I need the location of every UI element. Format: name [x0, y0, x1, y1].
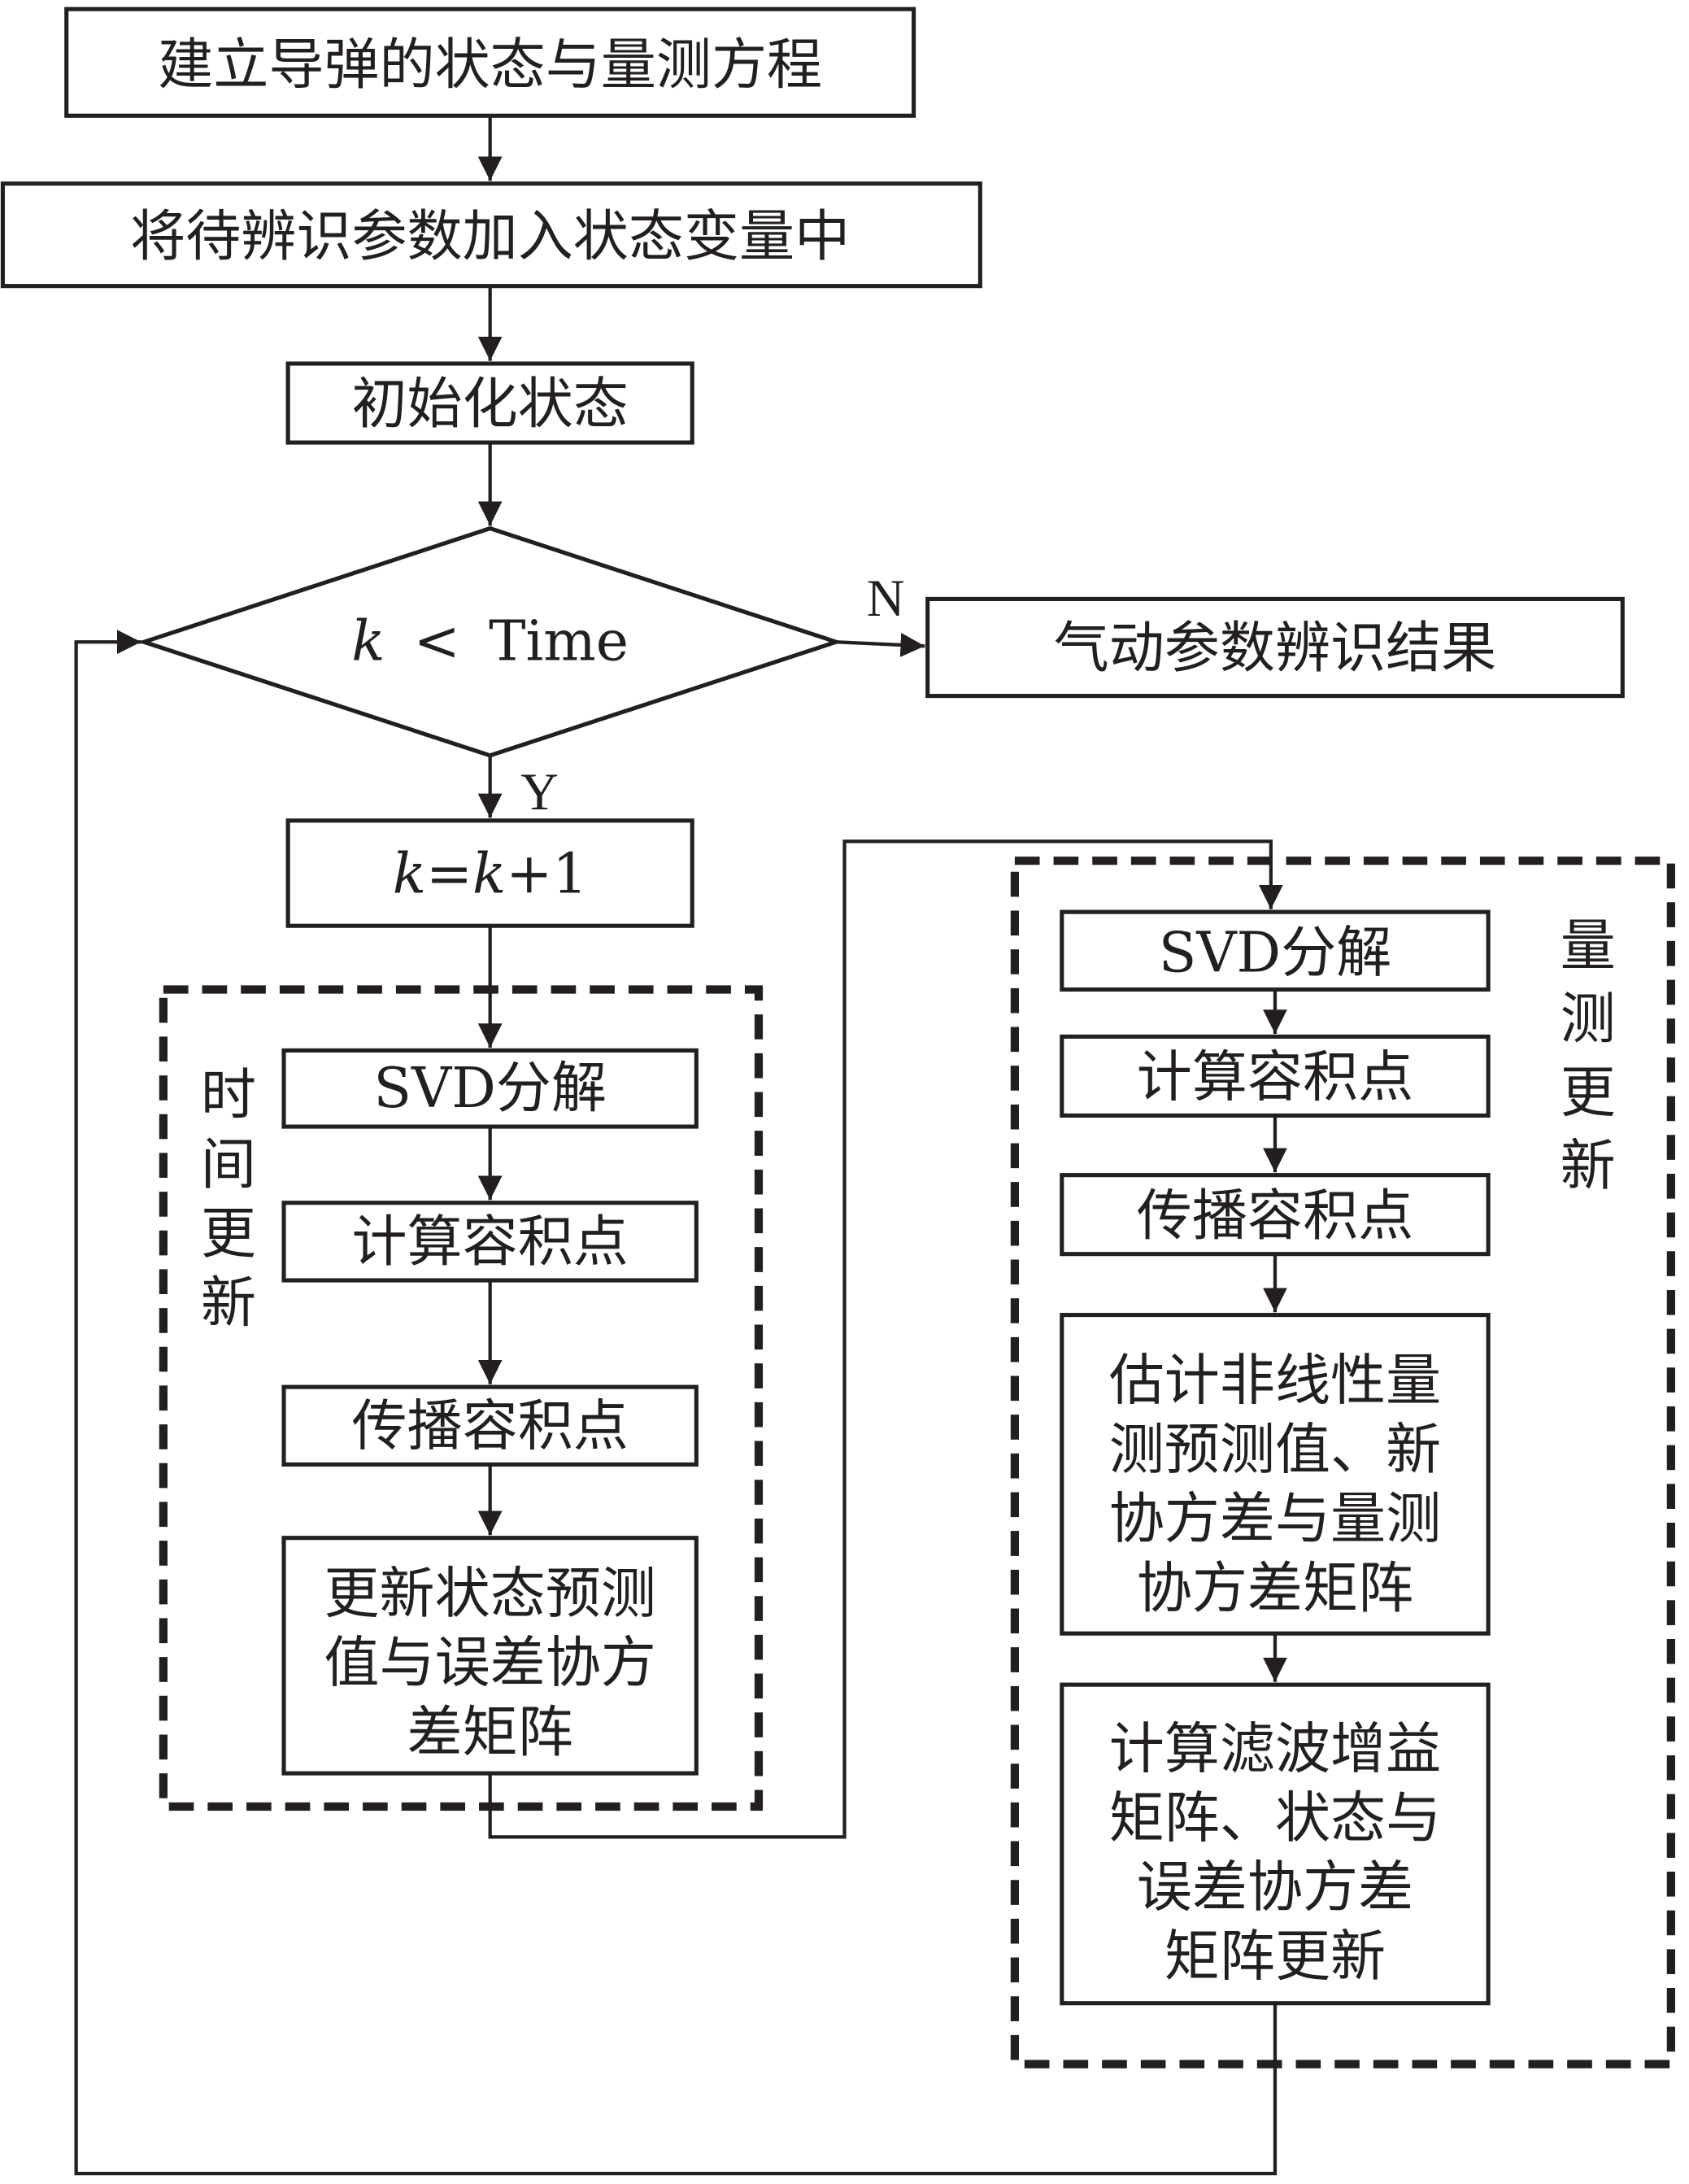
svg-text:新: 新 — [201, 1271, 256, 1336]
edge-label-yes: Y — [520, 762, 559, 821]
arrow-no — [836, 633, 925, 657]
svg-text:传播容积点: 传播容积点 — [351, 1395, 628, 1459]
svg-text:矩阵、状态与: 矩阵、状态与 — [1109, 1786, 1441, 1851]
svg-text:更新状态预测: 更新状态预测 — [324, 1563, 655, 1627]
svg-text:协方差与量测: 协方差与量测 — [1109, 1488, 1441, 1552]
svg-text:间: 间 — [201, 1133, 256, 1197]
init-state-node: 初始化状态 — [285, 361, 694, 445]
svg-text:估计非线性量: 估计非线性量 — [1109, 1349, 1441, 1413]
add-params-node: 将待辨识参数加入状态变量中 — [0, 181, 982, 289]
result-label: 气动参数辨识结果 — [1054, 617, 1497, 681]
meas-gain-node: 计算滤波增益 矩阵、状态与 误差协方差 矩阵更新 — [1060, 1682, 1491, 2006]
svg-text:更: 更 — [1561, 1061, 1616, 1125]
decision-node: k < Time — [137, 525, 843, 758]
meas-svd-node: SVD分解 — [1060, 909, 1491, 992]
measurement-update-label: 量 测 更 新 — [1561, 914, 1616, 1199]
time-cubature-node: 计算容积点 — [281, 1201, 699, 1283]
svg-text:误差协方差: 误差协方差 — [1137, 1856, 1413, 1920]
svg-text:传播容积点: 传播容积点 — [1137, 1184, 1413, 1249]
svg-text:更: 更 — [201, 1202, 256, 1266]
svg-text:计算容积点: 计算容积点 — [351, 1210, 628, 1275]
svg-text:协方差矩阵: 协方差矩阵 — [1137, 1557, 1413, 1621]
init-state-label: 初始化状态 — [351, 373, 628, 437]
loop-back-connector — [74, 630, 1278, 2176]
svg-text:时: 时 — [201, 1064, 256, 1128]
svg-text:量: 量 — [1561, 914, 1616, 979]
decision-label: k < Time — [351, 609, 629, 674]
svg-text:测预测值、新: 测预测值、新 — [1109, 1419, 1441, 1483]
connector-to-measurement — [488, 839, 1283, 1839]
time-update-label: 时 间 更 新 — [201, 1064, 256, 1336]
edge-label-no: N — [867, 569, 905, 627]
svg-text:SVD分解: SVD分解 — [373, 1057, 607, 1121]
time-update-group — [159, 985, 764, 1811]
svg-text:计算容积点: 计算容积点 — [1137, 1046, 1413, 1110]
build-model-label: 建立导弹的状态与量测方程 — [158, 33, 822, 98]
build-model-node: 建立导弹的状态与量测方程 — [64, 7, 916, 118]
svg-text:差矩阵: 差矩阵 — [407, 1701, 573, 1765]
svg-text:测: 测 — [1561, 987, 1616, 1052]
time-predict-node: 更新状态预测 值与误差协方 差矩阵 — [281, 1536, 699, 1776]
meas-propagate-node: 传播容积点 — [1060, 1173, 1491, 1257]
time-propagate-node: 传播容积点 — [281, 1384, 699, 1467]
increment-label: k=k+1 — [393, 842, 588, 906]
svg-text:SVD分解: SVD分解 — [1159, 921, 1392, 985]
add-params-label: 将待辨识参数加入状态变量中 — [130, 205, 850, 269]
svg-text:新: 新 — [1561, 1135, 1616, 1199]
svg-text:计算滤波增益: 计算滤波增益 — [1109, 1717, 1441, 1781]
svg-text:矩阵更新: 矩阵更新 — [1164, 1925, 1386, 1990]
meas-cubature-node: 计算容积点 — [1060, 1034, 1491, 1118]
svg-text:值与误差协方: 值与误差协方 — [324, 1632, 655, 1696]
result-node: 气动参数辨识结果 — [925, 596, 1625, 699]
meas-estimate-node: 估计非线性量 测预测值、新 协方差与量测 协方差矩阵 — [1060, 1313, 1491, 1636]
increment-node: k=k+1 — [285, 818, 694, 928]
time-svd-node: SVD分解 — [281, 1048, 699, 1129]
measurement-update-group — [1010, 857, 1675, 2068]
